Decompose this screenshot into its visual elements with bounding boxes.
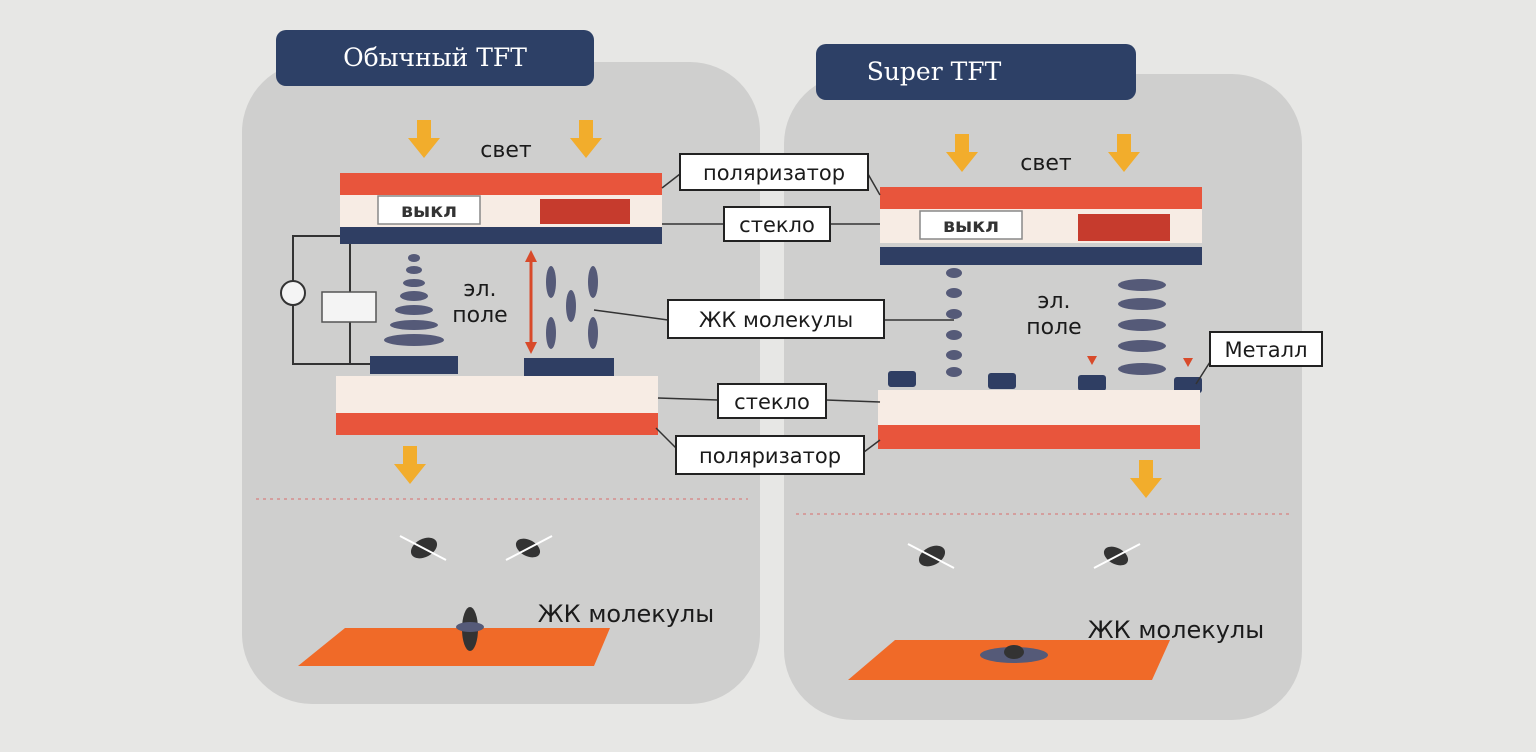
left-molecule-stack	[384, 254, 444, 346]
svg-text:ЖК молекулы: ЖК молекулы	[699, 308, 853, 332]
left-bottom-electrode-1	[370, 356, 458, 374]
right-off-box	[919, 210, 1023, 240]
left-lc-molecules-label: ЖК молекулы	[538, 600, 714, 628]
right-molecule-column	[946, 268, 962, 377]
left-top-electrode	[340, 227, 662, 244]
left-panel: Обычный TFT свет выкл эл.	[242, 30, 760, 704]
callout-metal: Металл	[1209, 331, 1323, 367]
right-molecule-icon-1	[907, 543, 955, 569]
right-bottom-glass	[878, 390, 1200, 425]
left-off-label: выкл	[401, 200, 457, 222]
left-molecule-icon-2	[505, 535, 553, 561]
svg-text:стекло: стекло	[734, 390, 810, 414]
svg-text:Металл: Металл	[1225, 338, 1308, 362]
svg-text:стекло: стекло	[739, 213, 815, 237]
right-metal-marker-2	[1183, 358, 1193, 367]
left-on-indicator	[540, 199, 630, 224]
callout-polarizer-top: поляризатор	[679, 153, 869, 191]
left-resistor	[321, 291, 377, 323]
svg-text:поляризатор: поляризатор	[699, 444, 841, 468]
right-bottom-polarizer	[878, 425, 1200, 449]
left-floor	[298, 628, 610, 666]
left-field-arrowhead-bottom	[525, 342, 537, 354]
left-light-label: свет	[480, 138, 532, 163]
left-bottom-electrode-2	[524, 358, 614, 376]
right-panel: Super TFT свет выкл эл. поле	[784, 44, 1302, 720]
left-field-label-2: поле	[452, 303, 507, 328]
right-flat-molecule	[980, 645, 1048, 663]
callout-glass-top: стекло	[723, 206, 831, 242]
right-top-polarizer	[880, 187, 1202, 209]
left-title: Обычный TFT	[343, 43, 527, 72]
right-on-indicator	[1078, 214, 1170, 241]
right-metal-marker-1	[1087, 356, 1097, 365]
right-molecule-icon-2	[1093, 543, 1141, 569]
right-title: Super TFT	[867, 57, 1002, 86]
right-light-label: свет	[1020, 151, 1072, 176]
right-molecule-stack	[1118, 279, 1166, 375]
left-off-box	[377, 195, 481, 225]
callout-polarizer-bottom: поляризатор	[675, 435, 865, 475]
left-power-source	[280, 280, 306, 306]
right-metal-electrodes	[888, 371, 1202, 393]
left-bottom-glass	[336, 376, 658, 413]
left-top-polarizer	[340, 173, 662, 195]
left-field-label-1: эл.	[463, 277, 496, 302]
right-field-label-1: эл.	[1037, 289, 1070, 314]
right-off-label: выкл	[943, 215, 999, 237]
left-title-banner	[276, 30, 594, 86]
right-field-label-2: поле	[1026, 315, 1081, 340]
left-upright-molecule	[456, 607, 484, 651]
left-vertical-molecules	[546, 266, 598, 349]
callout-leaders	[593, 173, 1211, 453]
right-top-electrode	[880, 247, 1202, 265]
left-molecule-icon-1	[399, 535, 447, 561]
svg-text:поляризатор: поляризатор	[703, 161, 845, 185]
left-bottom-polarizer	[336, 413, 658, 435]
callout-glass-bottom: стекло	[717, 383, 827, 419]
callout-lc-molecules: ЖК молекулы	[667, 299, 885, 339]
left-field-arrowhead-top	[525, 250, 537, 262]
right-lc-molecules-label: ЖК молекулы	[1088, 616, 1264, 644]
right-title-banner	[816, 44, 1136, 100]
